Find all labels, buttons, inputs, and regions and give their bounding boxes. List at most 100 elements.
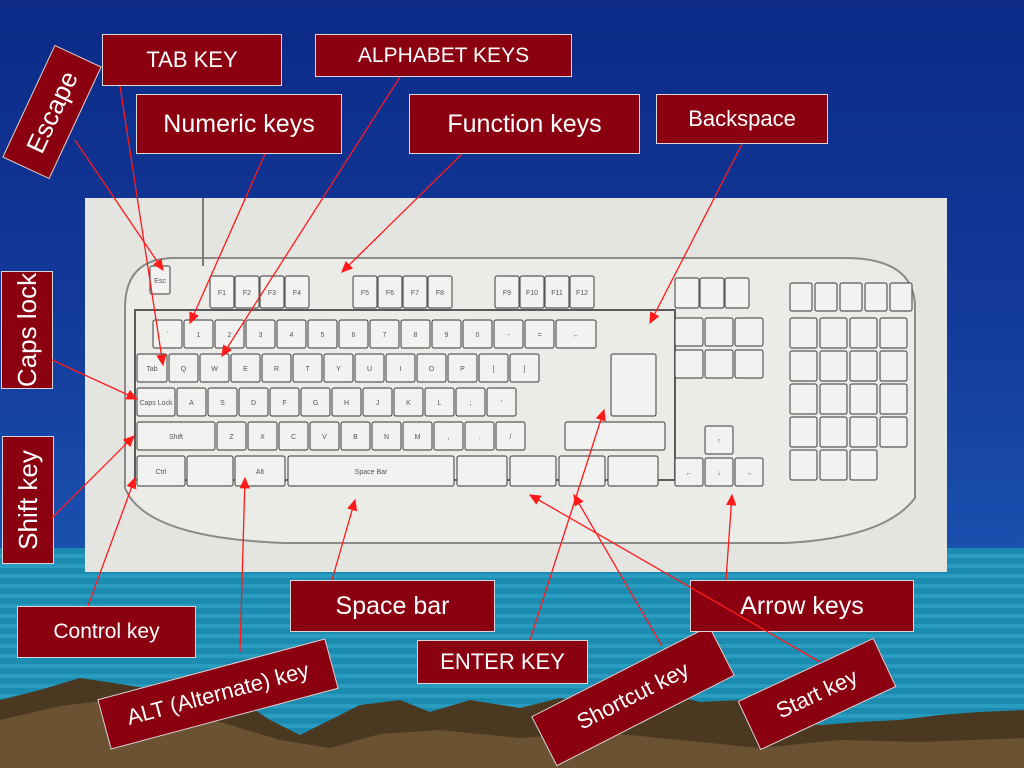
arrow-down-key-legend: ↓ xyxy=(717,470,721,477)
function-keys-label: Function keys xyxy=(409,94,640,154)
letter-key-legend: V xyxy=(322,434,327,441)
control-key-text: Control key xyxy=(53,620,160,643)
f-key xyxy=(519,275,545,309)
letter-key-legend: G xyxy=(313,400,318,407)
numpad-key xyxy=(789,449,818,481)
letter-key xyxy=(447,353,478,383)
number-key-legend: 6 xyxy=(352,332,356,339)
numpad-key xyxy=(819,350,848,382)
enter-key-label: ENTER KEY xyxy=(417,640,588,684)
letter-key xyxy=(269,387,300,417)
letter-key-legend: ' xyxy=(501,400,502,407)
number-key xyxy=(524,319,555,349)
letter-key xyxy=(424,387,455,417)
f-key xyxy=(494,275,520,309)
letter-key xyxy=(464,421,495,451)
letter-key-legend: P xyxy=(460,366,465,373)
number-key-legend: 8 xyxy=(414,332,418,339)
number-key-legend: - xyxy=(507,332,510,339)
nav-key xyxy=(674,349,704,379)
letter-key xyxy=(478,353,509,383)
start-key-pointer xyxy=(528,494,821,663)
numpad-key xyxy=(789,416,818,448)
letter-key xyxy=(238,387,269,417)
f-key-legend: F3 xyxy=(268,290,276,297)
numpad-key xyxy=(879,317,908,349)
numpad-key xyxy=(849,416,878,448)
indicator xyxy=(789,282,813,312)
number-key xyxy=(338,319,369,349)
letter-key-legend: X xyxy=(260,434,265,441)
number-key-legend: 3 xyxy=(259,332,263,339)
letter-key-legend: K xyxy=(406,400,411,407)
letter-key xyxy=(354,353,385,383)
tab-key-label: TAB KEY xyxy=(102,34,282,86)
letter-key xyxy=(486,387,517,417)
f-key xyxy=(427,275,453,309)
number-key-legend: 9 xyxy=(445,332,449,339)
numpad-key xyxy=(849,383,878,415)
arrow-down-key xyxy=(704,457,734,487)
arrow-keys-text: Arrow keys xyxy=(740,591,864,620)
control-key-label: Control key xyxy=(17,606,196,658)
enter-key-pointer xyxy=(529,408,606,641)
backspace-pointer xyxy=(649,143,743,325)
letter-key-legend: H xyxy=(344,400,349,407)
f-key xyxy=(544,275,570,309)
number-key-legend: 1 xyxy=(197,332,201,339)
shortcut-key-pointer xyxy=(573,493,663,647)
numpad-key xyxy=(819,416,848,448)
indicator xyxy=(839,282,863,312)
number-key-legend: = xyxy=(537,332,541,339)
letter-key xyxy=(247,421,278,451)
control-key-pointer xyxy=(87,476,137,607)
letter-key xyxy=(340,421,371,451)
number-key xyxy=(462,319,493,349)
number-key-legend: ` xyxy=(166,332,168,339)
letter-key xyxy=(433,421,464,451)
f-key xyxy=(259,275,285,309)
letter-key-legend: C xyxy=(291,434,296,441)
tab-key-legend: Tab xyxy=(146,366,157,373)
nav-key xyxy=(724,277,750,309)
letter-key xyxy=(455,387,486,417)
letter-key-legend: F xyxy=(282,400,286,407)
space-bar-pointer xyxy=(331,498,358,581)
numpad-key xyxy=(879,350,908,382)
letter-key xyxy=(216,421,247,451)
caps-lock-pointer xyxy=(51,359,139,400)
arrow-keys-label: Arrow keys xyxy=(690,580,914,632)
alt-gr-key xyxy=(456,455,508,487)
letter-key xyxy=(331,387,362,417)
f-key-legend: F7 xyxy=(411,290,419,297)
tab-key-pointer xyxy=(119,85,167,367)
function-keys-pointer xyxy=(341,153,463,273)
arrow-right-key-legend: → xyxy=(746,470,753,477)
letter-key-legend: T xyxy=(305,366,310,373)
nav-key xyxy=(674,277,700,309)
escape-pointer xyxy=(74,139,164,272)
letter-key-legend: M xyxy=(415,434,421,441)
shift-key xyxy=(136,421,216,451)
arrow-keys-pointer xyxy=(725,493,737,581)
letter-key xyxy=(207,387,238,417)
letter-key-legend: E xyxy=(243,366,248,373)
f-key xyxy=(284,275,310,309)
numpad-key xyxy=(849,317,878,349)
letter-key-legend: U xyxy=(367,366,372,373)
letter-key-legend: N xyxy=(384,434,389,441)
backspace-key xyxy=(555,319,597,349)
arrow-up-key xyxy=(704,425,734,455)
backspace-text: Backspace xyxy=(688,106,796,131)
letter-key-legend: O xyxy=(429,366,435,373)
f-key-legend: F8 xyxy=(436,290,444,297)
arrow-right-key xyxy=(734,457,764,487)
number-key xyxy=(369,319,400,349)
tab-key-text: TAB KEY xyxy=(146,47,238,72)
f-key-legend: F10 xyxy=(526,290,538,297)
number-key-legend: 7 xyxy=(383,332,387,339)
alphabet-keys-text: ALPHABET KEYS xyxy=(357,43,530,67)
letter-key xyxy=(292,353,323,383)
shift-key-legend: Shift xyxy=(169,434,183,441)
